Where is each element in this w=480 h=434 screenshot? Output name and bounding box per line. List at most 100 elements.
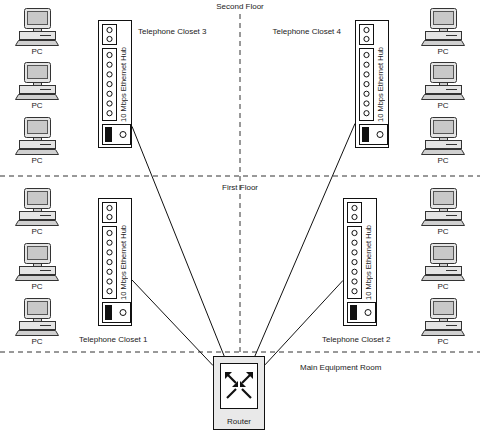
hub-port	[107, 289, 112, 294]
pc-node: PC	[14, 243, 60, 293]
pc-screen	[434, 66, 454, 79]
router-arrows	[227, 374, 251, 398]
pc-illustration	[420, 8, 466, 46]
pc-label: PC	[14, 101, 60, 111]
hub-uplink	[350, 305, 357, 320]
hub-port	[352, 260, 357, 265]
hub-label: 10 Mbps Ethernet Hub	[375, 45, 387, 123]
hub-port	[107, 279, 112, 284]
router-arrowheads	[225, 372, 253, 387]
hub-panel	[360, 125, 388, 145]
pc-label: PC	[14, 282, 60, 292]
pc-screen	[28, 302, 48, 315]
pc-monitor	[431, 244, 457, 264]
pc-node: PC	[420, 117, 466, 167]
pc-drive	[446, 270, 457, 271]
pc-node: PC	[420, 8, 466, 58]
pc-drive	[40, 89, 51, 90]
closet-label: Telephone Closet 2	[322, 335, 417, 345]
pc-drive	[40, 35, 51, 36]
pc-label: PC	[420, 337, 466, 347]
pc-illustration	[420, 298, 466, 336]
pc-label: PC	[420, 282, 466, 292]
hub-panel	[360, 25, 374, 45]
pc-screen	[434, 247, 454, 260]
pc-keyboard	[16, 221, 59, 226]
network-cable	[265, 280, 343, 364]
pc-screen	[28, 121, 48, 134]
pc-illustration	[420, 117, 466, 155]
pc-label: PC	[14, 47, 60, 57]
router-arrow	[227, 389, 236, 398]
pc-drive	[446, 35, 457, 36]
hub-label: 10 Mbps Ethernet Hub	[118, 45, 130, 123]
hub-port	[352, 230, 357, 235]
pc-illustration	[14, 298, 60, 336]
hub-panel	[103, 49, 117, 121]
pc-keyboard	[16, 150, 59, 155]
hub-port	[107, 111, 112, 116]
pc-node: PC	[420, 62, 466, 112]
pc-case	[426, 32, 462, 40]
pc-drive	[40, 270, 51, 271]
pc-keyboard	[422, 276, 465, 281]
pc-keyboard	[422, 221, 465, 226]
pc-label: PC	[420, 101, 466, 111]
floor-label: First Floor	[190, 183, 290, 193]
pc-monitor	[25, 63, 51, 83]
hub-panel	[103, 203, 117, 223]
hub-port	[107, 240, 112, 245]
pc-case	[426, 141, 462, 149]
hub-port	[364, 52, 369, 57]
pc-label: PC	[14, 156, 60, 166]
closet-label: Telephone Closet 3	[138, 27, 233, 37]
pc-monitor	[25, 244, 51, 264]
pc-label: PC	[420, 156, 466, 166]
ethernet-hub: Telephone Closet 110 Mbps Ethernet Hub	[98, 198, 132, 326]
hub-port	[120, 310, 126, 316]
pc-illustration	[420, 243, 466, 281]
pc-case	[426, 322, 462, 330]
hub-uplink	[105, 305, 112, 320]
hub-port	[107, 260, 112, 265]
pc-screen	[434, 12, 454, 25]
pc-case	[20, 32, 56, 40]
hub-panel	[348, 203, 362, 223]
pc-keyboard	[422, 150, 465, 155]
pc-keyboard	[16, 95, 59, 100]
pc-screen	[28, 247, 48, 260]
closet-label: Telephone Closet 4	[246, 27, 341, 37]
pc-monitor	[25, 118, 51, 138]
arrowhead	[246, 372, 253, 379]
pc-node: PC	[14, 117, 60, 167]
pc-node: PC	[420, 298, 466, 348]
pc-illustration	[14, 243, 60, 281]
hub-panel	[103, 125, 131, 145]
pc-illustration	[420, 62, 466, 100]
floor-label: Main Equipment Room	[300, 363, 410, 373]
router-symbol	[214, 357, 264, 415]
hub-port	[352, 250, 357, 255]
network-cable	[132, 126, 224, 356]
router-box: Router	[213, 356, 265, 430]
hub-panel	[360, 49, 374, 121]
hub-port	[364, 82, 369, 87]
pc-drive	[446, 215, 457, 216]
hub-port	[107, 101, 112, 106]
pc-illustration	[14, 117, 60, 155]
pc-drive	[40, 325, 51, 326]
pc-screen	[434, 192, 454, 205]
hub-panel	[103, 303, 131, 323]
hub-port	[107, 269, 112, 274]
arrowhead	[225, 372, 232, 379]
pc-label: PC	[420, 47, 466, 57]
hub-led	[364, 36, 369, 41]
hub-port	[364, 101, 369, 106]
hub-port	[352, 240, 357, 245]
hub-panel	[348, 303, 376, 323]
pc-monitor	[431, 9, 457, 29]
hub-led	[352, 214, 357, 219]
pc-case	[426, 212, 462, 220]
pc-node: PC	[420, 243, 466, 293]
